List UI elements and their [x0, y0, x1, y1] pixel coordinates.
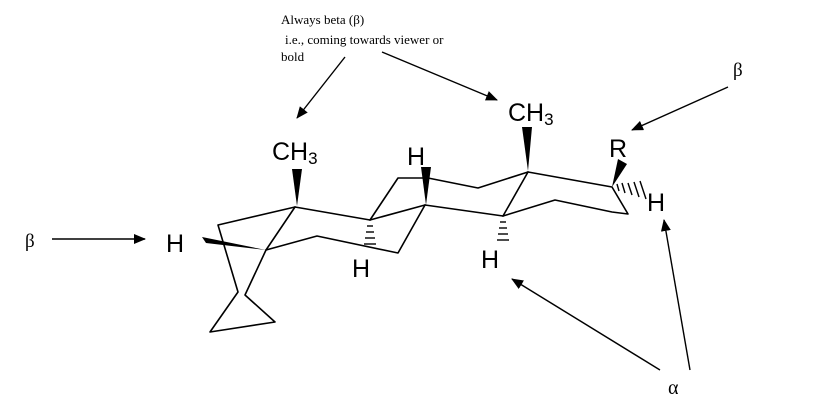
- ch3-left: CH3: [272, 138, 318, 168]
- wedge-r: [612, 159, 627, 187]
- atom-r-group: R: [609, 135, 627, 163]
- arrow-alpha-to-right-h: [660, 219, 691, 371]
- wedge-left-h: [202, 237, 266, 250]
- arrow-note-to-right-ch3: [381, 51, 498, 101]
- ring-a: [209, 206, 296, 333]
- alpha-label: α: [668, 377, 679, 399]
- note-line-1: Always beta (β): [281, 12, 364, 27]
- ring-d: [502, 171, 629, 217]
- ch3-right-main: CH: [508, 99, 544, 127]
- wedge-mid-h: [421, 167, 431, 205]
- hash-bridge-h: [364, 225, 376, 245]
- beta-label-left: β: [25, 231, 35, 252]
- atom-h-bridge: H: [352, 255, 370, 283]
- note-line-2: i.e., coming towards viewer or: [285, 32, 444, 47]
- arrow-alpha-to-mid-h: [511, 278, 661, 371]
- atom-h-right: H: [647, 189, 665, 217]
- hash-right-h: [616, 180, 647, 200]
- ring-b: [265, 204, 426, 254]
- note-line-3: bold: [281, 49, 305, 64]
- ch3-left-main: CH: [272, 138, 308, 166]
- arrow-note-to-left-ch3: [296, 56, 346, 119]
- ch3-right: CH3: [508, 99, 554, 129]
- beta-label-right: β: [733, 60, 743, 81]
- atom-h-mid-lower: H: [481, 246, 499, 274]
- atom-h-left: H: [166, 230, 184, 258]
- ch3-left-subscript: 3: [308, 149, 317, 168]
- hash-mid-lower-h: [497, 221, 509, 241]
- wedge-left-methyl: [292, 169, 302, 206]
- atom-h-mid: H: [407, 143, 425, 171]
- ch3-right-subscript: 3: [544, 110, 553, 129]
- wedge-right-methyl: [522, 127, 532, 171]
- ring-c: [369, 171, 529, 221]
- arrow-beta-to-r: [631, 86, 729, 131]
